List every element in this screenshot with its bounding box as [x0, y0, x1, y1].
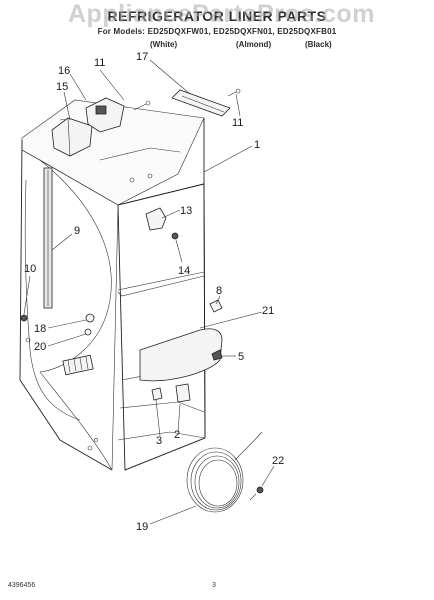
callout-17: 17 — [136, 51, 148, 63]
callout-2: 2 — [174, 429, 180, 441]
callout-14: 14 — [178, 265, 190, 277]
model-list: For Models: ED25DQXFW01, ED25DQXFN01, ED… — [97, 27, 337, 36]
callout-1: 1 — [254, 139, 260, 151]
callout-21: 21 — [262, 305, 274, 317]
callout-15: 15 — [56, 81, 68, 93]
callout-19: 19 — [136, 521, 148, 533]
callout-labels: 1 2 3 5 8 9 10 11 11 13 14 15 16 17 18 1… — [24, 51, 284, 533]
color-label-black: (Black) — [305, 40, 332, 49]
leader-lines — [23, 59, 275, 525]
color-label-white: (White) — [150, 40, 178, 49]
callout-10: 10 — [24, 263, 36, 275]
callout-16: 16 — [58, 65, 70, 77]
clip-part — [211, 349, 223, 361]
callout-11-right: 11 — [232, 117, 243, 129]
screw-part — [171, 232, 179, 240]
callout-3: 3 — [156, 435, 162, 447]
shelf-cover-part — [139, 328, 223, 382]
callout-9: 9 — [74, 225, 80, 237]
bracket-part — [145, 207, 167, 231]
page-number: 3 — [212, 582, 216, 589]
callout-5: 5 — [238, 351, 244, 363]
callout-11-top: 11 — [94, 57, 105, 69]
screw-part — [133, 103, 147, 111]
coiled-tube-part — [186, 431, 263, 513]
damper-housing-part — [51, 97, 125, 157]
color-label-almond: (Almond) — [236, 40, 272, 49]
clip-part — [209, 299, 223, 313]
diagram-title: REFRIGERATOR LINER PARTS — [107, 8, 327, 24]
callout-18: 18 — [34, 323, 46, 335]
cover-bracket-part — [171, 89, 231, 117]
callout-22: 22 — [272, 455, 284, 467]
callout-20: 20 — [34, 341, 46, 353]
document-code: 4396456 — [8, 582, 36, 589]
callout-13: 13 — [180, 205, 192, 217]
liner-cabinet — [19, 99, 206, 471]
watermark-text: AppliancePartsPros.com — [68, 0, 375, 28]
callout-8: 8 — [216, 285, 222, 297]
